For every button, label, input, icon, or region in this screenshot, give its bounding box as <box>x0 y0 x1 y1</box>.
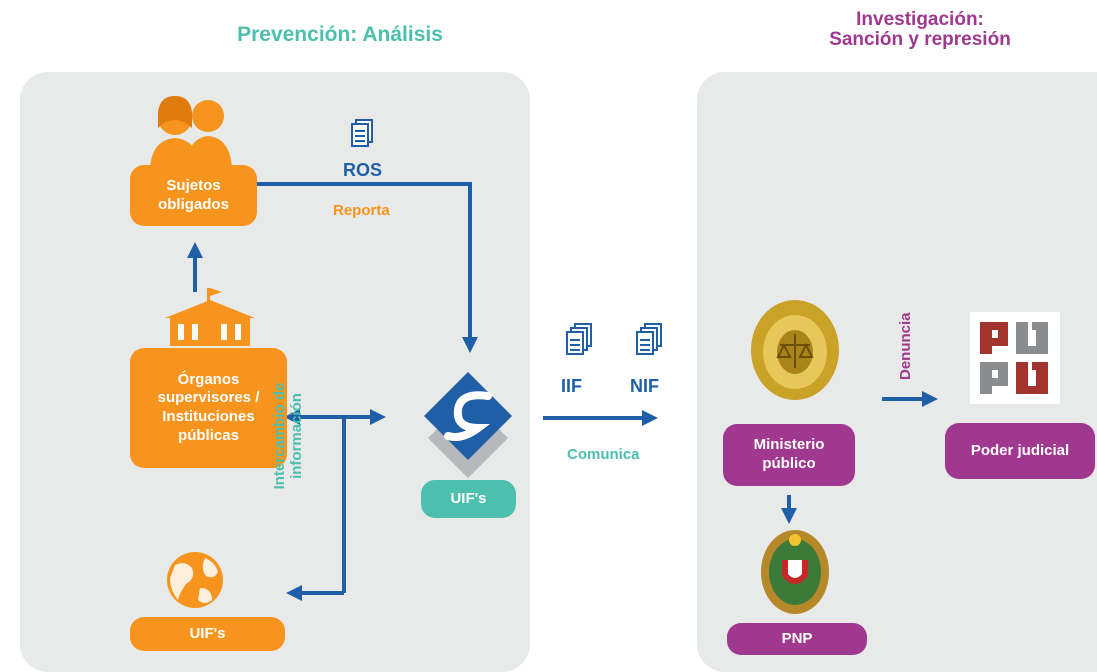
uifs-bottom-box: UIF's <box>130 617 285 651</box>
uif-logo-icon <box>424 372 512 478</box>
denuncia-label: Denuncia <box>897 312 914 380</box>
organos-line3: Instituciones <box>162 408 255 425</box>
organos-box: Órganos supervisores / Instituciones púb… <box>130 348 287 468</box>
pnp-label: PNP <box>781 629 813 647</box>
globe-icon <box>167 552 223 608</box>
ros-label: ROS <box>343 160 383 180</box>
intercambio-label: Intercambio de información <box>271 356 305 516</box>
prevention-title: Prevención: Análisis <box>237 23 443 46</box>
nif-label: NIF <box>630 376 659 396</box>
organos-line1: Órganos <box>177 370 240 388</box>
pnp-box: PNP <box>727 623 867 655</box>
organos-line2: supervisores / <box>157 389 260 407</box>
uifs-bottom-label: UIF's <box>189 624 226 642</box>
people-icon <box>150 96 232 168</box>
sujetos-line2: obligados <box>158 195 229 213</box>
ministerio-seal-icon <box>751 300 839 400</box>
reporta-arrow <box>255 182 478 353</box>
intercambio-line2: información <box>287 393 305 479</box>
document-icon-iif <box>566 323 592 355</box>
investigation-title-line1: Investigación: <box>856 9 984 30</box>
organos-line4: públicas <box>178 426 239 444</box>
pnp-emblem-icon <box>761 530 829 614</box>
poder-judicial-label: Poder judicial <box>970 441 1070 459</box>
ministerio-line1: Ministerio <box>753 436 825 454</box>
sujetos-obligados-box: Sujetos obligados <box>130 165 257 226</box>
uifs-center-label: UIF's <box>450 489 487 507</box>
building-icon <box>165 288 255 346</box>
comunica-label: Comunica <box>567 446 640 463</box>
poder-judicial-box: Poder judicial <box>945 423 1095 479</box>
uifs-center-box: UIF's <box>421 480 516 518</box>
poder-judicial-logo-icon <box>970 312 1060 404</box>
intercambio-line1: Intercambio de <box>271 382 288 490</box>
sujetos-line1: Sujetos <box>166 176 221 194</box>
reporta-label: Reporta <box>333 202 390 219</box>
document-icon-ros <box>351 119 373 147</box>
ministerio-line2: público <box>762 455 816 472</box>
iif-label: IIF <box>561 376 582 396</box>
ministerio-publico-box: Ministerio público <box>723 424 855 486</box>
investigation-title-line2: Sanción y represión <box>829 28 1011 50</box>
investigation-title: Investigación: Sanción y represión <box>790 10 1050 50</box>
document-icon-nif <box>636 323 662 355</box>
